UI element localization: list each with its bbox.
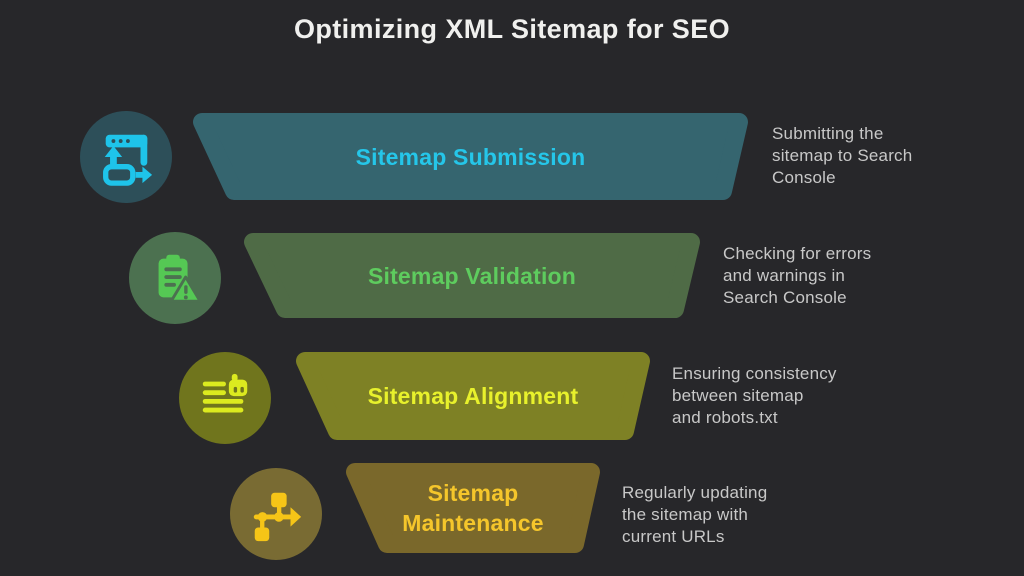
step-description: Submitting the sitemap to Search Console	[772, 124, 913, 187]
clipboard-warning-icon	[158, 254, 202, 303]
step-description: Regularly updating the sitemap with curr…	[622, 483, 768, 546]
step-label: Sitemap Alignment	[367, 383, 579, 409]
step-label: Sitemap Validation	[367, 262, 577, 289]
funnel-segment-submission	[193, 113, 748, 200]
submission-icon-badge	[80, 111, 172, 203]
funnel-segment-validation	[244, 233, 700, 318]
step-label: Sitemap Maintenance	[402, 480, 544, 536]
sitemap-flow-icon	[253, 492, 302, 542]
alignment-icon-badge	[179, 352, 271, 444]
maintenance-icon-badge	[230, 468, 322, 560]
step-label: Sitemap Submission	[355, 143, 586, 170]
step-description: Ensuring consistency between sitemap and…	[672, 364, 837, 427]
validation-icon-badge	[129, 232, 221, 324]
step-description: Checking for errors and warnings in Sear…	[723, 244, 872, 307]
funnel-segment-alignment	[296, 352, 650, 440]
page-title: Optimizing XML Sitemap for SEO	[293, 14, 731, 44]
funnel-segment-maintenance	[346, 463, 600, 553]
robots-txt-icon	[202, 373, 248, 413]
browser-submit-icon	[103, 134, 153, 186]
